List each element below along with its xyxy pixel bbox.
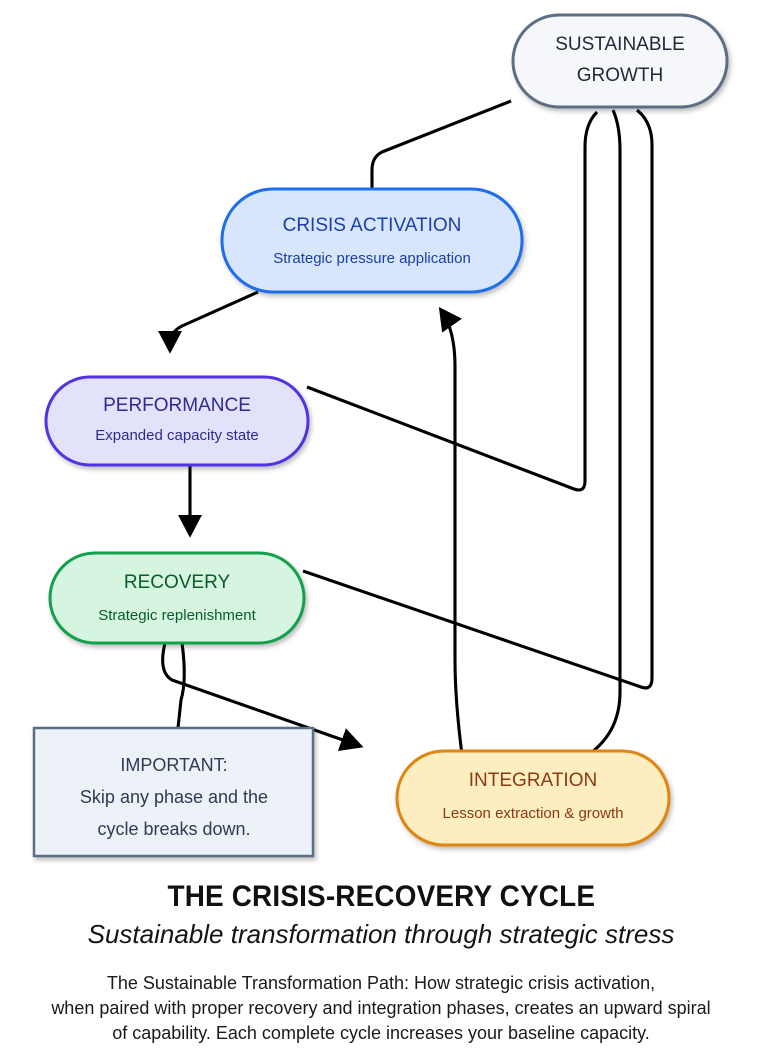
- node-recovery[interactable]: RECOVERY Strategic replenishment: [48, 551, 306, 645]
- node-integration-title: INTEGRATION: [469, 770, 597, 791]
- node-performance-shape: [44, 375, 310, 467]
- edge-growth-to-crisis: [370, 99, 512, 188]
- node-sustainable-growth[interactable]: SUSTAINABLE GROWTH: [511, 13, 729, 109]
- node-sustainable-growth-title-line2: GROWTH: [577, 65, 664, 86]
- caption-title: THE CRISIS-RECOVERY CYCLE: [167, 880, 595, 913]
- edge-recovery-to-note: [176, 642, 186, 729]
- edge-recovery-to-growth: [302, 108, 654, 690]
- edge-growth-to-integration: [591, 109, 622, 754]
- node-sustainable-growth-shape: [511, 13, 729, 109]
- edge-recovery-to-integration: [161, 642, 364, 752]
- edge-crisis-to-performance: [157, 290, 259, 354]
- node-crisis-activation-subtitle: Strategic pressure application: [273, 250, 471, 267]
- node-performance-subtitle: Expanded capacity state: [95, 427, 258, 444]
- edge-integration-to-crisis: [438, 306, 464, 756]
- caption-body-line-2: when paired with proper recovery and int…: [50, 998, 710, 1018]
- caption-subtitle: Sustainable transformation through strat…: [88, 919, 675, 949]
- caption-body-line-1: The Sustainable Transformation Path: How…: [107, 973, 655, 993]
- node-integration[interactable]: INTEGRATION Lesson extraction & growth: [395, 749, 671, 847]
- node-recovery-subtitle: Strategic replenishment: [98, 607, 256, 624]
- node-performance-title: PERFORMANCE: [103, 395, 251, 416]
- important-note[interactable]: IMPORTANT: Skip any phase and the cycle …: [32, 726, 315, 858]
- node-crisis-activation-shape: [220, 187, 524, 294]
- important-note-shape: [32, 726, 315, 858]
- caption-body-line-3: of capability. Each complete cycle incre…: [112, 1023, 650, 1043]
- node-sustainable-growth-title: SUSTAINABLE: [555, 34, 685, 55]
- node-crisis-activation-title: CRISIS ACTIVATION: [283, 215, 462, 236]
- node-integration-shape: [395, 749, 671, 847]
- node-integration-subtitle: Lesson extraction & growth: [443, 805, 624, 822]
- important-note-line-3: cycle breaks down.: [97, 819, 250, 839]
- edge-performance-to-growth: [306, 110, 599, 492]
- important-note-line-1: IMPORTANT:: [120, 755, 227, 775]
- node-crisis-activation[interactable]: CRISIS ACTIVATION Strategic pressure app…: [220, 187, 524, 294]
- caption-block: THE CRISIS-RECOVERY CYCLE Sustainable tr…: [50, 880, 710, 1043]
- edge-layer: [157, 99, 654, 756]
- node-recovery-title: RECOVERY: [124, 572, 231, 593]
- node-performance[interactable]: PERFORMANCE Expanded capacity state: [44, 375, 310, 467]
- important-note-line-2: Skip any phase and the: [80, 787, 268, 807]
- node-recovery-shape: [48, 551, 306, 645]
